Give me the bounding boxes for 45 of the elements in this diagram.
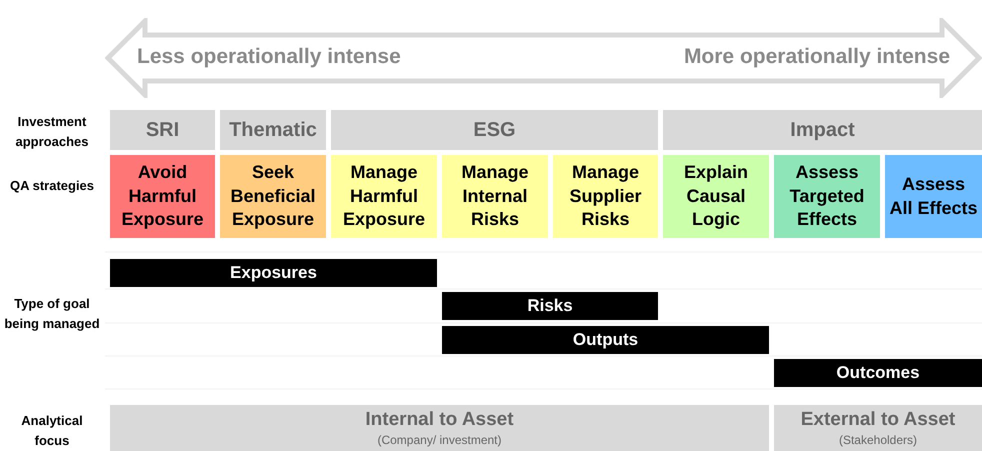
- box-title: Exposures: [229, 262, 318, 284]
- box-title: Explain Causal Logic: [682, 161, 750, 232]
- box-title: Manage Internal Risks: [460, 161, 530, 232]
- arrow-label: Less operationally intense: [137, 45, 401, 69]
- row-label: Type of goal being managed: [4, 295, 100, 333]
- strategy-box: [663, 155, 769, 238]
- box-title: Outcomes: [835, 362, 921, 384]
- box-title: Thematic: [228, 118, 318, 143]
- box-title: External to Asset: [800, 408, 956, 432]
- box-title: Manage Supplier Risks: [568, 161, 642, 232]
- box-title: Risks: [526, 294, 574, 317]
- approach-header: [331, 110, 658, 150]
- strategy-box: [553, 155, 658, 238]
- focus-bar: [110, 405, 769, 451]
- focus-bar: [774, 405, 982, 451]
- box-title: Impact: [789, 118, 856, 143]
- strategy-box: [220, 155, 326, 238]
- goal-bar: [442, 292, 658, 320]
- strategy-box: [110, 155, 215, 238]
- box-title: Manage Harmful Exposure: [342, 161, 426, 232]
- strategy-box: [885, 155, 982, 238]
- goal-bar: [442, 326, 769, 354]
- double-arrow: [105, 18, 982, 98]
- approach-header: [220, 110, 326, 150]
- box-title: Avoid Harmful Exposure: [120, 161, 205, 232]
- approach-header: [110, 110, 215, 150]
- arrow-label: More operationally intense: [684, 45, 950, 69]
- box-subtitle: (Stakeholders): [838, 432, 918, 448]
- box-title: Seek Beneficial Exposure: [229, 161, 317, 232]
- row-label: Investment approaches: [14, 113, 90, 151]
- box-subtitle: (Company/ investment): [376, 432, 503, 448]
- row-label: QA strategies: [8, 177, 96, 195]
- box-title: SRI: [144, 118, 180, 143]
- box-title: Outputs: [572, 328, 640, 351]
- goal-bar: [774, 359, 982, 387]
- box-title: Internal to Asset: [364, 408, 515, 432]
- strategy-box: [331, 155, 437, 238]
- box-title: Assess Targeted Effects: [788, 161, 866, 232]
- strategy-box: [774, 155, 880, 238]
- approach-header: [663, 110, 982, 150]
- strategy-box: [442, 155, 548, 238]
- box-title: ESG: [472, 118, 517, 143]
- row-label: Analytical focus: [20, 412, 84, 450]
- goal-bar: [110, 259, 437, 287]
- box-title: Assess All Effects: [888, 173, 979, 220]
